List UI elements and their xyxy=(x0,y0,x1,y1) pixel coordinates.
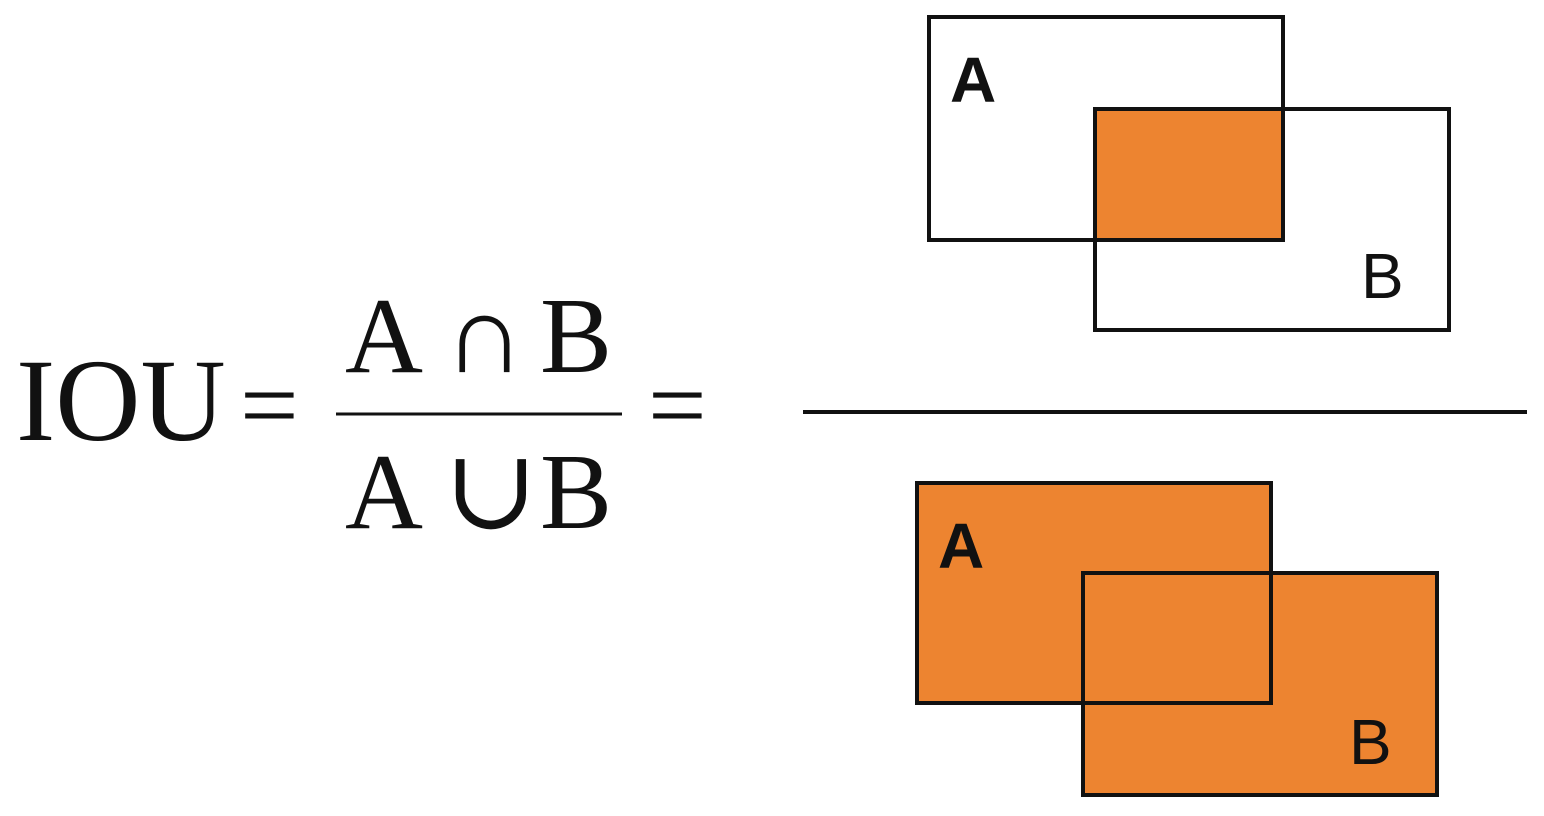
formula-lhs: IOU xyxy=(16,335,226,466)
intersection-diagram: A B xyxy=(927,15,1451,332)
box-a-top xyxy=(927,15,1285,242)
formula-equals-1: = xyxy=(240,348,299,463)
box-a-bottom xyxy=(915,481,1273,705)
label-b-top: B xyxy=(1361,240,1404,312)
formula: IOU = A ∩ B A ∪ B = xyxy=(16,273,707,553)
intersection-fill xyxy=(1095,109,1283,240)
label-a-bottom: A xyxy=(938,510,984,582)
numerator-b: B xyxy=(540,277,612,396)
numerator-a: A xyxy=(345,277,423,396)
box-b-bottom xyxy=(1081,571,1439,797)
denominator-a: A xyxy=(345,433,423,552)
box-b-top xyxy=(1093,107,1451,332)
intersection-symbol: ∩ xyxy=(444,273,525,397)
label-a-top: A xyxy=(950,44,996,116)
label-b-bottom: B xyxy=(1349,706,1392,778)
formula-equals-2: = xyxy=(648,348,707,463)
union-fill-b xyxy=(1083,573,1437,795)
union-symbol: ∪ xyxy=(444,429,538,553)
union-diagram: A B xyxy=(915,481,1439,797)
denominator-b: B xyxy=(540,433,612,552)
